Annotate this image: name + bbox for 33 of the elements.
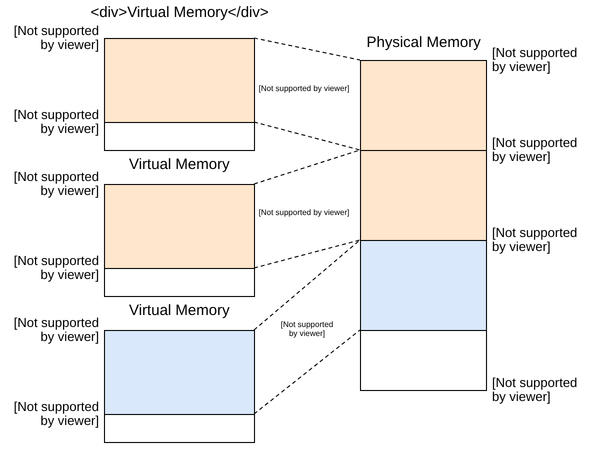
memory-segment [104, 414, 255, 443]
memory-segment [104, 268, 255, 297]
mapping-label: [Not supported by viewer] [280, 320, 334, 338]
mapping-label: [Not supported by viewer] [258, 84, 350, 92]
address-label: [Not supported by viewer] [12, 24, 99, 52]
dashed-line [254, 38, 360, 60]
memory-title: Physical Memory [366, 34, 481, 51]
dashed-line [254, 150, 360, 184]
address-label: [Not supported by viewer] [12, 108, 99, 136]
mapping-label: [Not supported by viewer] [258, 208, 350, 216]
memory-segment [360, 150, 487, 241]
address-label: [Not supported by viewer] [12, 254, 99, 282]
address-label: [Not supported by viewer] [492, 46, 578, 74]
address-label: [Not supported by viewer] [12, 400, 99, 428]
address-label: [Not supported by viewer] [492, 376, 578, 404]
address-label: [Not supported by viewer] [12, 170, 99, 198]
memory-segment [360, 240, 487, 331]
memory-segment [104, 38, 255, 123]
memory-title: Virtual Memory [129, 302, 230, 319]
address-label: [Not supported by viewer] [492, 136, 578, 164]
memory-title: <div>Virtual Memory</div> [90, 4, 269, 21]
memory-segment [104, 184, 255, 269]
dashed-line [254, 330, 360, 414]
memory-segment [360, 330, 487, 391]
memory-title: Virtual Memory [129, 156, 230, 173]
memory-segment [360, 60, 487, 151]
dashed-line [254, 240, 360, 330]
memory-segment [104, 330, 255, 415]
dashed-line [254, 122, 360, 150]
dashed-line [254, 240, 360, 268]
address-label: [Not supported by viewer] [492, 226, 578, 254]
memory-segment [104, 122, 255, 151]
address-label: [Not supported by viewer] [12, 316, 99, 344]
